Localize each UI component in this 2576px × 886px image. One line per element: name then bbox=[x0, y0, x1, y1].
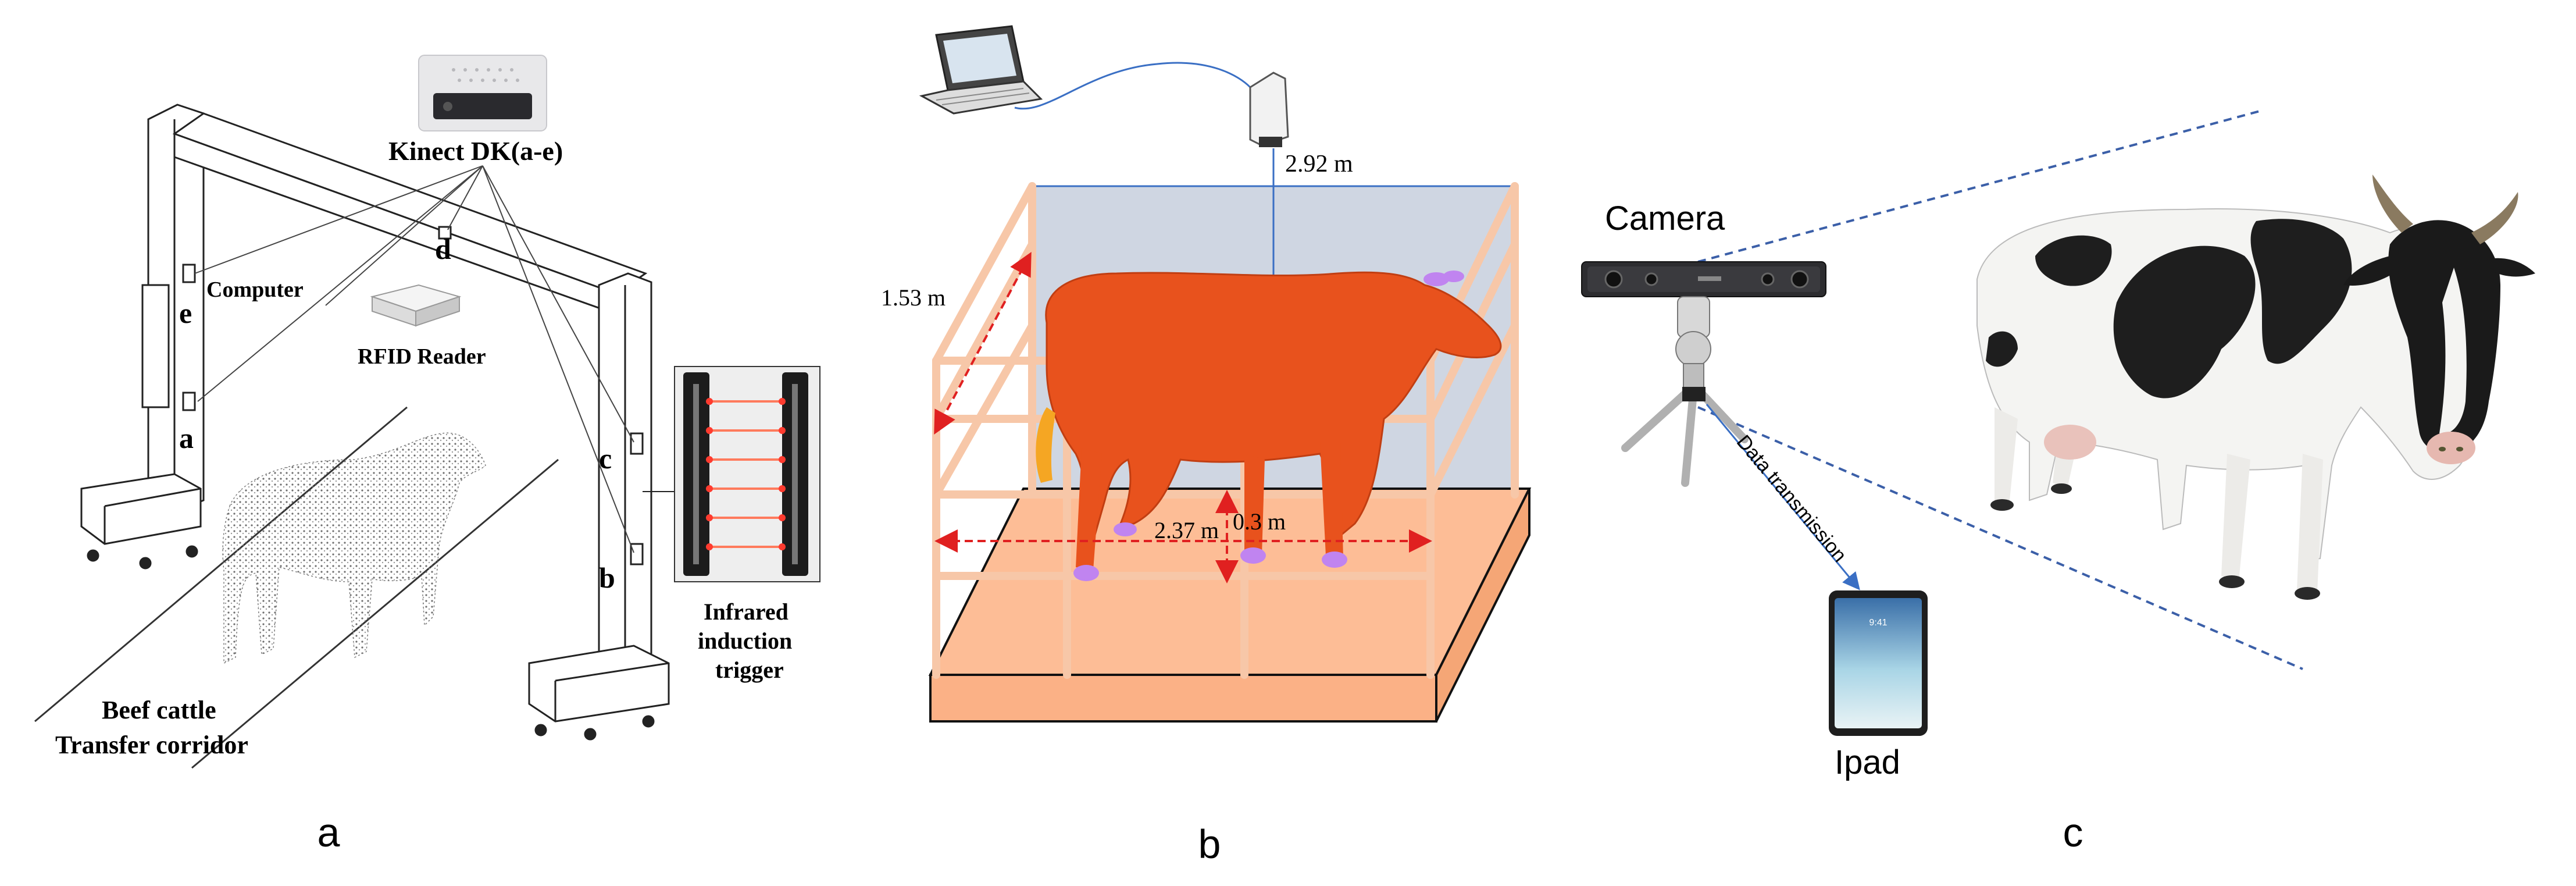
corridor-label-line-2: Transfer corridor bbox=[55, 731, 248, 759]
cow-horn bbox=[2471, 192, 2518, 244]
corridor-line bbox=[191, 458, 559, 769]
transmission-label: Data transmission bbox=[1732, 431, 1851, 567]
kinect-device-icon bbox=[418, 55, 547, 131]
hoof bbox=[1114, 522, 1137, 536]
camera-letter-b: b bbox=[599, 561, 615, 594]
infrared-label-line-3: trigger bbox=[715, 657, 784, 683]
camera-letter-d: d bbox=[435, 233, 451, 265]
data-transmission-arrow bbox=[1706, 404, 1860, 590]
panel-c: Camera Data transmission bbox=[1581, 109, 2535, 855]
holstein-cow-image bbox=[1976, 175, 2535, 600]
hoof bbox=[1073, 565, 1099, 581]
camera-field-of-view bbox=[1697, 109, 2303, 670]
camera-slot-b bbox=[630, 543, 644, 565]
camera-slot-a bbox=[182, 392, 196, 411]
camera-slot-c bbox=[630, 432, 644, 455]
panel-b: 2.92 m bbox=[881, 25, 1532, 867]
rfid-label: RFID Reader bbox=[358, 344, 486, 369]
cow-muzzle bbox=[2427, 432, 2475, 464]
panel-a: Kinect DK(a-e) RFID Reader Computer e a … bbox=[34, 55, 820, 855]
infrared-trigger-icon bbox=[643, 366, 820, 582]
horn bbox=[1423, 272, 1449, 286]
camera-letter-a: a bbox=[179, 422, 194, 454]
laptop-icon bbox=[919, 25, 1043, 115]
corridor-label-line-1: Beef cattle bbox=[102, 696, 216, 724]
data-cable bbox=[1014, 62, 1251, 110]
platform-height-label: 0.3 m bbox=[1233, 508, 1286, 535]
tripod-icon bbox=[1621, 296, 1749, 487]
right-pillar bbox=[528, 272, 670, 741]
panel-b-caption: b bbox=[1198, 821, 1221, 867]
kinect-connection-lines bbox=[194, 165, 634, 553]
dimension-arrows bbox=[934, 251, 1432, 583]
camera-letter-e: e bbox=[179, 297, 192, 329]
length-label: 2.37 m bbox=[1154, 517, 1219, 543]
ipad-label: Ipad bbox=[1835, 743, 1900, 781]
hoof bbox=[1322, 551, 1347, 568]
camera-letter-c: c bbox=[599, 442, 612, 475]
weighing-platform bbox=[928, 488, 1532, 723]
hoof bbox=[1240, 547, 1266, 564]
rfid-reader-icon bbox=[370, 284, 462, 327]
camera-slot-e bbox=[182, 264, 196, 283]
width-dimension-arrow bbox=[934, 251, 1032, 435]
width-label: 1.53 m bbox=[881, 284, 946, 311]
ipad-clock: 9:41 bbox=[1869, 618, 1887, 628]
infrared-label-line-2: induction bbox=[698, 628, 792, 654]
camera-label: Camera bbox=[1605, 200, 1725, 237]
height-label: 2.92 m bbox=[1285, 151, 1353, 177]
kinect-label: Kinect DK(a-e) bbox=[388, 136, 563, 166]
panel-c-caption: c bbox=[2063, 810, 2083, 855]
cow-horn bbox=[2372, 175, 2413, 233]
infrared-label-line-1: Infrared bbox=[704, 599, 789, 625]
computer-label: Computer bbox=[206, 277, 304, 302]
depth-camera-icon bbox=[1581, 261, 1826, 297]
ipad-icon: 9:41 bbox=[1829, 590, 1928, 736]
panel-a-caption: a bbox=[317, 810, 340, 855]
tail bbox=[1036, 407, 1055, 483]
horn bbox=[1443, 271, 1464, 282]
left-pillar bbox=[80, 104, 205, 570]
overhead-camera-icon bbox=[1249, 72, 1289, 147]
point-cloud-cattle bbox=[222, 432, 486, 664]
